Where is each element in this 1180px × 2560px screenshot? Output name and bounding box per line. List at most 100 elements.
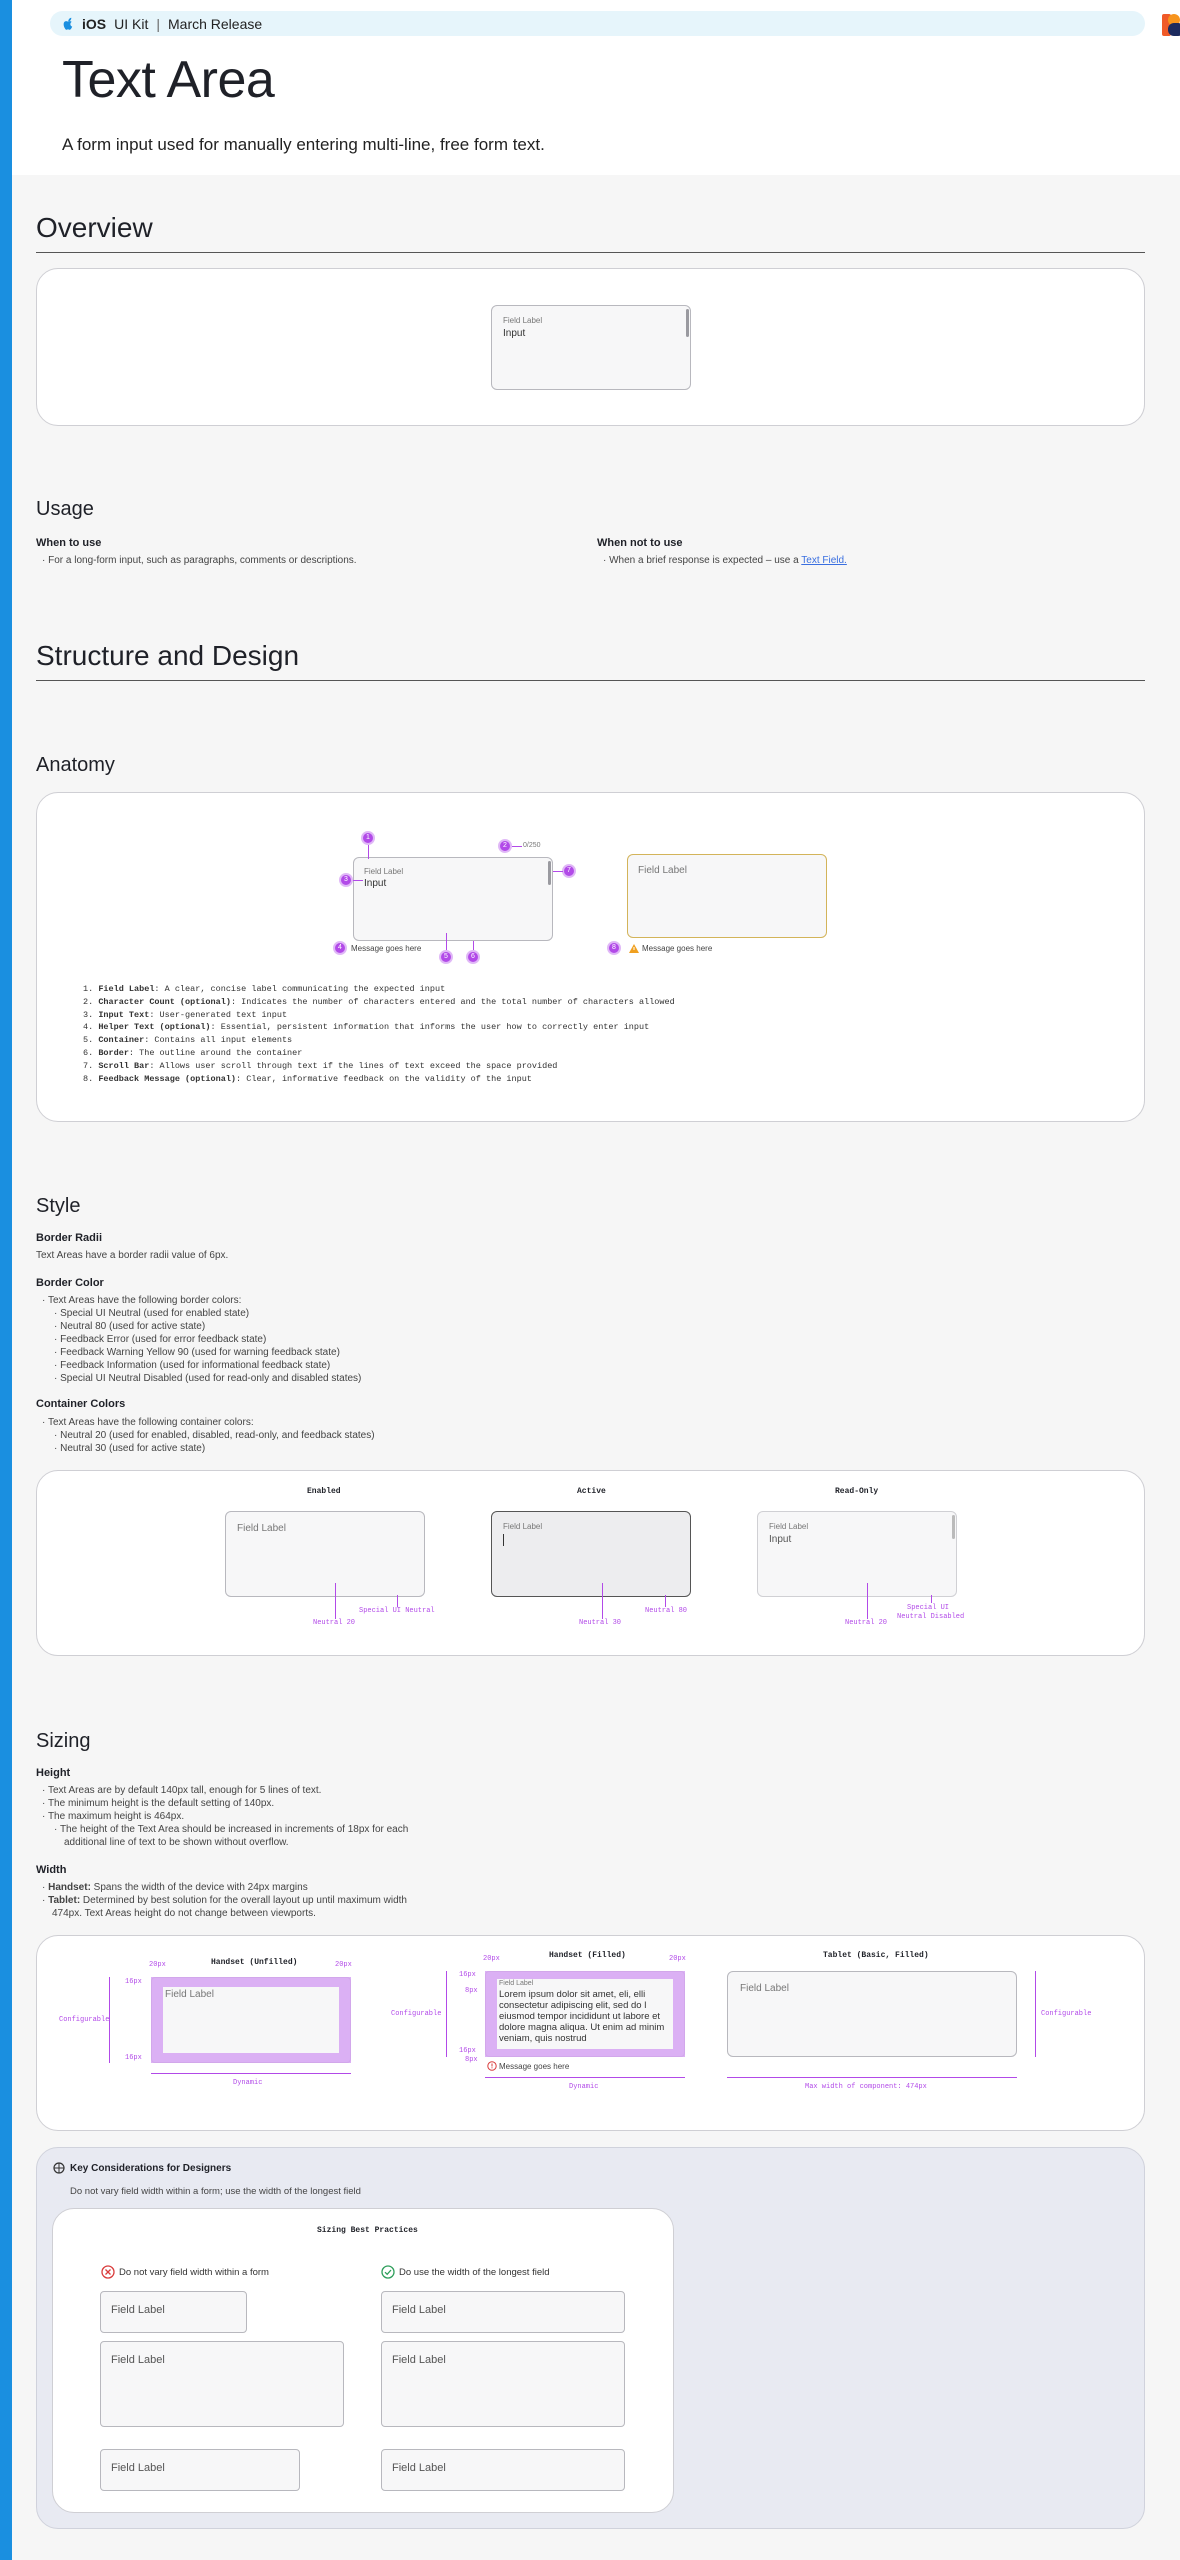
leader-line [335,1583,336,1619]
measure-16px: 16px [459,2047,476,2055]
dont-field-wide: Field Label [100,2341,344,2427]
readonly-border-color-1: Special UI [907,1604,950,1612]
helper-text: Message goes here [351,944,422,953]
measure-16px: 16px [125,2054,142,2062]
configurable-label: Configurable [391,2010,442,2018]
readonly-container-color: Neutral 20 [845,1619,888,1627]
leader-line [602,1583,603,1619]
leader-line [931,1595,932,1603]
divider [36,680,1145,681]
left-accent-bar [0,0,12,2560]
enabled-container-color: Neutral 20 [313,1619,356,1627]
text-cursor [503,1534,504,1546]
legend-item: 8. Feedback Message (optional): Clear, i… [83,1073,532,1084]
page-header: iOS UI Kit | March Release Text Area A f… [12,0,1180,175]
measure-8px: 8px [465,2056,478,2064]
configurable-label: Configurable [59,2016,110,2024]
structure-heading: Structure and Design [36,640,300,671]
measure-16px: 16px [459,1971,476,1979]
padding-top [163,1977,339,1987]
measure-20px: 20px [669,1955,686,1963]
legend-item: 4. Helper Text (optional): Essential, pe… [83,1022,650,1033]
height-measure [1035,1971,1036,2057]
field-label: Field Label [638,865,687,876]
scroll-bar [548,861,551,885]
legend-item: 1. Field Label: A clear, concise label c… [83,984,446,994]
enabled-border-color: Special UI Neutral [359,1607,435,1615]
apple-icon [63,17,73,30]
do-label: Do use the width of the longest field [399,2267,550,2278]
measure-16px: 16px [125,1978,142,1986]
platform-label: iOS [82,15,107,32]
measure-20px: 20px [483,1955,500,1963]
padding-bottom [163,2053,339,2063]
leader-line [512,846,522,847]
lorem-text: Lorem ipsum dolor sit amet, eli, elli co… [499,1989,665,2044]
padding-right [673,1971,685,2057]
do-field-3: Field Label [381,2449,625,2491]
overview-heading: Overview [36,212,153,243]
text-area-example[interactable]: Field Label Input [491,305,691,390]
best-practices-title: Sizing Best Practices [317,2226,418,2235]
leader-line [553,871,563,872]
max-width-label: Max width of component: 474px [805,2083,927,2091]
dont-icon [101,2265,115,2279]
when-to-use-item: · For a long-form input, such as paragra… [42,555,357,566]
best-practices-card: Sizing Best Practices Do not vary field … [52,2208,674,2513]
leader-line [867,1583,868,1619]
sizing-heading: Sizing [36,1730,91,1752]
text-field-link[interactable]: Text Field. [801,555,847,566]
height-measure [109,1977,110,2063]
legend-item: 7. Scroll Bar: Allows user scroll throug… [83,1060,558,1071]
legend-item: 6. Border: The outline around the contai… [83,1047,303,1058]
configurable-label: Configurable [1041,2010,1092,2018]
width-measure [727,2077,1017,2078]
active-text-area[interactable]: Field Label [491,1511,691,1597]
usage-heading: Usage [36,498,94,520]
anatomy-marker-8: 8 [607,941,621,955]
anatomy-marker-2: 2 [498,839,512,853]
dynamic-label: Dynamic [233,2079,263,2087]
unfilled-title: Handset (Unfilled) [211,1958,298,1967]
width-list: · Handset: Spans the width of the device… [42,1882,407,1919]
anatomy-text-area: Field Label Input [353,857,553,941]
input-text: Input [364,878,387,889]
enabled-text-area[interactable]: Field Label [225,1511,425,1597]
active-container-color: Neutral 30 [579,1619,622,1627]
state-enabled-title: Enabled [307,1487,341,1496]
scroll-bar[interactable] [686,309,689,337]
kit-label: UI Kit [114,15,149,32]
error-icon [487,2061,497,2071]
padding-bottom [497,2049,673,2057]
padding-left [151,1977,163,2063]
border-radii-text: Text Areas have a border radii value of … [36,1250,229,1261]
page-title: Text Area [62,51,275,109]
tablet-text-area: Field Label [727,1971,1017,2057]
do-field-1: Field Label [381,2291,625,2333]
dont-field-short: Field Label [100,2291,247,2333]
breadcrumb-separator: | [156,15,160,32]
measure-20px: 20px [149,1961,166,1969]
measure-20px: 20px [335,1961,352,1969]
warning-icon [629,944,639,953]
when-not-to-use-heading: When not to use [597,537,683,549]
field-label: Field Label [769,1522,809,1531]
leader-line [397,1595,398,1607]
anatomy-legend: 1. Field Label: A clear, concise label c… [83,983,675,1085]
state-readonly-title: Read-Only [835,1487,879,1496]
anatomy-card: Field Label Input 1 3 2 0/250 7 4 Messag… [36,792,1145,1122]
compass-icon [53,2162,65,2174]
leader-line [446,933,447,951]
scroll-bar [952,1515,955,1539]
anatomy-marker-3: 3 [339,873,353,887]
container-colors-list: · Text Areas have the following containe… [42,1417,375,1454]
input-text: Input [503,328,526,339]
brand-logo-icon [1162,14,1180,36]
unfilled-text-area [151,1977,351,2063]
anatomy-marker-7: 7 [562,864,576,878]
dont-label: Do not vary field width within a form [119,2267,269,2278]
border-radii-heading: Border Radii [36,1232,103,1244]
tablet-title: Tablet (Basic, Filled) [823,1951,929,1960]
anatomy-marker-5: 5 [439,950,453,964]
readonly-border-color-2: Neutral Disabled [897,1613,965,1621]
